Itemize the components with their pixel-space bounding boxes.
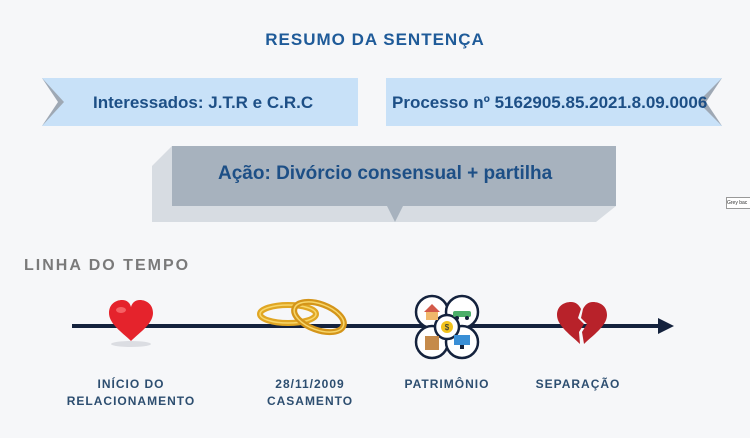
process-label: Processo nº 5162905.85.2021.8.09.0006	[392, 93, 708, 112]
heart-icon	[109, 300, 153, 347]
action-callout: Ação: Divórcio consensual + partilha	[152, 146, 616, 224]
event-start-line1: INÍCIO DO	[97, 377, 165, 391]
page-title: RESUMO DA SENTENÇA	[265, 30, 485, 49]
event-marriage: 28/11/2009 CASAMENTO	[255, 376, 365, 410]
process-banner: Processo nº 5162905.85.2021.8.09.0006	[386, 78, 722, 126]
wedding-rings-icon	[257, 298, 347, 336]
event-marriage-label: CASAMENTO	[266, 394, 354, 408]
event-start: INÍCIO DO RELACIONAMENTO	[66, 376, 196, 410]
parties-label: Interessados: J.T.R e C.R.C	[93, 93, 314, 112]
parties-banner: Interessados: J.T.R e C.R.C	[42, 78, 358, 126]
event-assets-label: PATRIMÔNIO	[404, 377, 490, 391]
action-box: Ação: Divórcio consensual + partilha	[172, 146, 616, 206]
event-separation: SEPARAÇÃO	[528, 376, 628, 393]
timeline-title: LINHA DO TEMPO	[24, 257, 191, 274]
tooltip: Grey bac	[726, 197, 750, 209]
action-label: Ação: Divórcio consensual + partilha	[218, 163, 553, 184]
svg-text:$: $	[445, 323, 450, 332]
event-assets: PATRIMÔNIO	[392, 376, 502, 393]
broken-heart-icon	[557, 302, 607, 344]
assets-icon: $	[414, 294, 480, 360]
timeline-arrow-icon	[658, 318, 674, 334]
event-start-line2: RELACIONAMENTO	[66, 394, 196, 408]
event-separation-label: SEPARAÇÃO	[535, 377, 621, 391]
event-marriage-date: 28/11/2009	[275, 377, 345, 391]
